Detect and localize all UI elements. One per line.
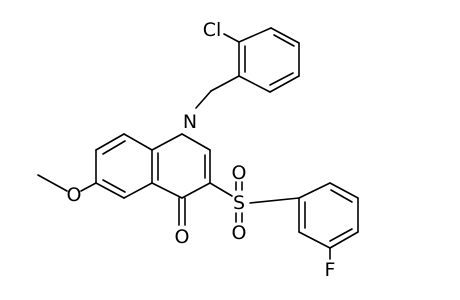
atom-label-f: F xyxy=(325,259,336,281)
atom-label-n: N xyxy=(183,111,197,133)
o-ch3-bond xyxy=(37,174,68,192)
c-s-bond xyxy=(209,182,233,197)
atom-label-o-methoxy: O xyxy=(67,184,82,206)
c-o-methoxy-bond xyxy=(80,182,97,192)
atom-label-o-sulfonyl-upper: O xyxy=(232,162,247,184)
atom-label-o-ketone: O xyxy=(175,226,190,248)
c-cl-bond xyxy=(223,33,240,43)
chlorophenyl-ring xyxy=(238,27,300,93)
benzyl-ch2-bond-2 xyxy=(195,90,212,109)
atom-label-cl: Cl xyxy=(203,19,222,41)
fluorophenyl-ring xyxy=(298,182,359,249)
benzyl-ch2-bond-1 xyxy=(210,75,240,92)
benzo-ring xyxy=(95,133,153,199)
atom-label-o-sulfonyl-lower: O xyxy=(232,222,247,244)
atom-label-s: S xyxy=(233,192,245,214)
s-aryl-bond xyxy=(249,197,300,204)
pyridinone-ring xyxy=(151,133,211,199)
